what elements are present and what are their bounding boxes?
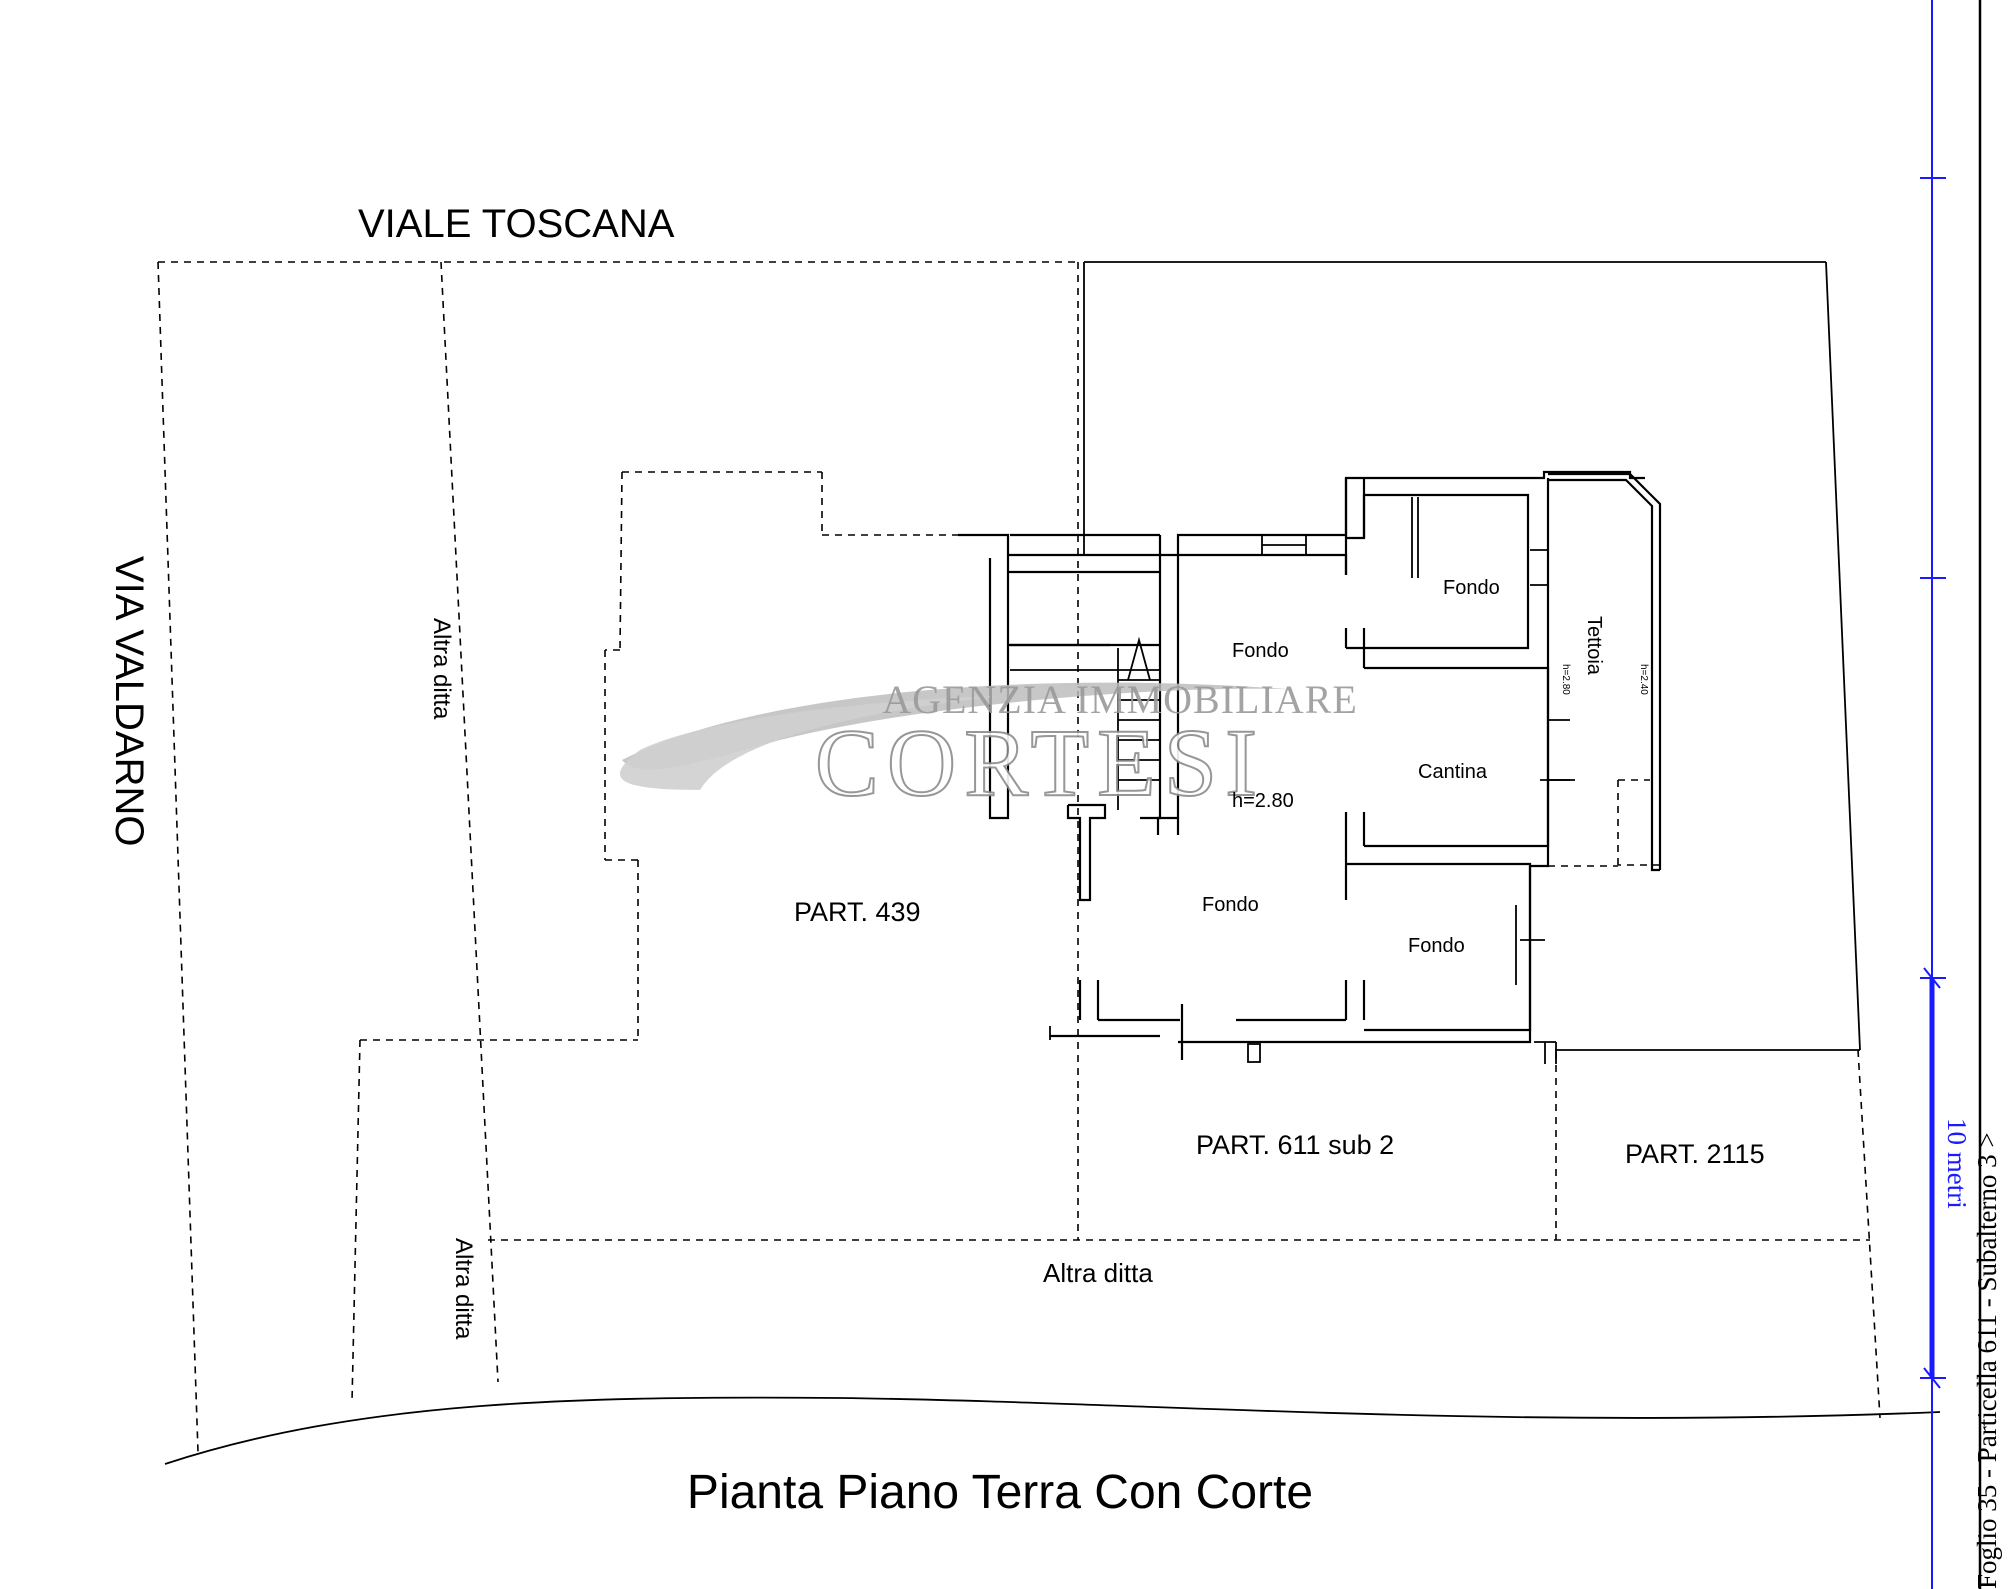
altra-ditta-label-left: Altra ditta xyxy=(428,618,455,720)
room-label-cantina-height: h=2.80 xyxy=(1232,790,1294,812)
watermark-main-text: CORTESI xyxy=(815,709,1265,816)
room-label-fondo-bottom-left: Fondo xyxy=(1202,894,1259,916)
altra-ditta-label-bottom-left: Altra ditta xyxy=(450,1238,477,1340)
scale-bar xyxy=(1920,0,1946,1589)
altra-ditta-label-bottom: Altra ditta xyxy=(1043,1258,1153,1288)
room-label-fondo-top-left: Fondo xyxy=(1232,640,1289,662)
plan-title: Pianta Piano Terra Con Corte xyxy=(687,1466,1313,1519)
room-label-fondo-bottom-right: Fondo xyxy=(1408,935,1465,957)
parcel-label-439: PART. 439 xyxy=(794,897,921,927)
tettoia-label: Tettoia xyxy=(1583,616,1605,676)
watermark-top-text: AGENZIA IMMOBILIARE xyxy=(882,677,1358,722)
street-label-top: VIALE TOSCANA xyxy=(358,202,675,246)
parcel-label-2115: PART. 2115 xyxy=(1625,1139,1765,1169)
parcel-label-611-sub2: PART. 611 sub 2 xyxy=(1196,1130,1394,1160)
side-caption: Foglio 35 - Particella 611 - Subalterno … xyxy=(1972,1132,2002,1589)
court-boundary xyxy=(1083,261,1861,1051)
stairs xyxy=(1117,636,1161,810)
tettoia-height-1: h=2.80 xyxy=(1560,664,1571,695)
tettoia-structure xyxy=(1548,472,1662,872)
watermark: AGENZIA IMMOBILIARE CORTESI xyxy=(620,677,1358,817)
scale-label: 10 metri xyxy=(1942,1118,1972,1209)
tettoia-height-2: h=2.40 xyxy=(1638,664,1649,695)
road-curve xyxy=(164,1396,1941,1465)
room-label-fondo-top-right: Fondo xyxy=(1443,577,1500,599)
room-label-cantina: Cantina xyxy=(1418,761,1488,783)
street-label-left: VIA VALDARNO xyxy=(107,556,151,846)
property-boundaries xyxy=(157,261,1881,1453)
